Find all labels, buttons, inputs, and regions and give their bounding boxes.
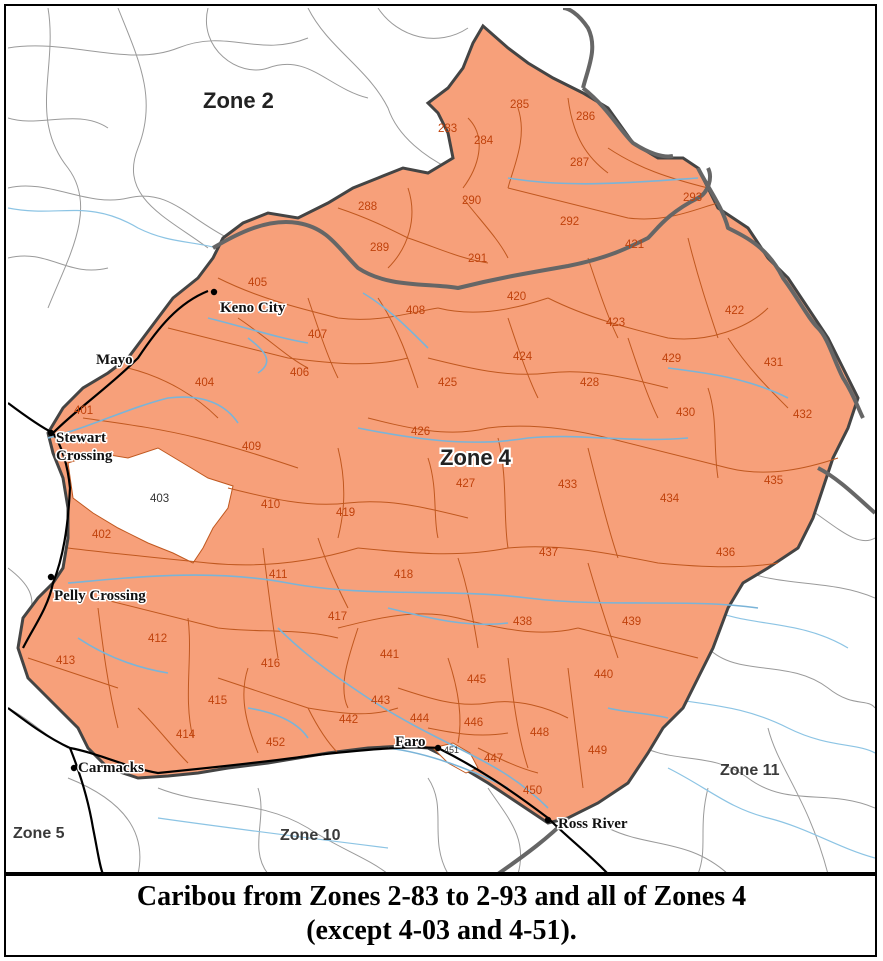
caption-line-1: Caribou from Zones 2-83 to 2-93 and all … <box>136 881 747 912</box>
subzone-440: 440 <box>594 669 613 681</box>
town-faro: Faro <box>395 734 426 750</box>
subzone-401: 401 <box>74 405 93 417</box>
subzone-423: 423 <box>606 317 625 329</box>
subzone-415: 415 <box>208 695 227 707</box>
subzone-438: 438 <box>513 616 532 628</box>
subzone-408: 408 <box>406 305 425 317</box>
subzone-435: 435 <box>764 475 783 487</box>
map-caption: Caribou from Zones 2-83 to 2-93 and all … <box>6 880 877 948</box>
zone-2-label: Zone 2 <box>203 88 274 113</box>
subzone-444: 444 <box>410 713 430 725</box>
subzone-448: 448 <box>530 727 549 739</box>
excluded-subzone-403 <box>67 447 234 564</box>
subzone-416: 416 <box>261 658 280 670</box>
hunting-zone-map: Zone 2 Zone 4 Zone 5 Zone 10 Zone 11 283… <box>8 8 875 874</box>
subzone-boundaries <box>27 97 839 789</box>
subzone-287: 287 <box>570 157 589 169</box>
subzone-288: 288 <box>358 201 377 213</box>
subzone-445: 445 <box>467 674 486 686</box>
subzone-409: 409 <box>242 441 261 453</box>
subzone-451: 451 <box>444 745 459 755</box>
subzone-449: 449 <box>588 745 607 757</box>
zone-boundaries <box>211 8 875 874</box>
subzone-407: 407 <box>308 329 327 341</box>
subzone-439: 439 <box>622 616 641 628</box>
town-ross-river: Ross River <box>558 816 628 832</box>
subzone-420: 420 <box>507 291 526 303</box>
caption-line-2: (except 4-03 and 4-51). <box>306 915 577 946</box>
subzone-402: 402 <box>92 529 111 541</box>
town-mayo: Mayo <box>96 352 133 368</box>
hunt-area-polygon <box>16 23 860 825</box>
subzone-413: 413 <box>56 655 75 667</box>
subzone-406: 406 <box>290 367 309 379</box>
subzone-405: 405 <box>248 277 267 289</box>
subzone-419: 419 <box>336 507 355 519</box>
subzone-293: 293 <box>683 192 702 204</box>
subzone-289: 289 <box>370 242 389 254</box>
subzone-412: 412 <box>148 633 167 645</box>
subzone-443: 443 <box>371 695 390 707</box>
subzone-429: 429 <box>662 353 681 365</box>
town-labels: Keno City Mayo Stewart Crossing Pelly Cr… <box>53 299 630 834</box>
subzone-425: 425 <box>438 377 457 389</box>
subzone-411: 411 <box>269 569 287 581</box>
subzone-404: 404 <box>195 377 215 389</box>
town-stewart-line2: Crossing <box>56 448 113 464</box>
roads <box>8 289 609 874</box>
subzone-414: 414 <box>176 729 196 741</box>
subzone-422: 422 <box>725 305 744 317</box>
subzone-286: 286 <box>576 111 595 123</box>
subzone-427: 427 <box>456 478 475 490</box>
subzone-447: 447 <box>484 753 503 765</box>
zone-5-label: Zone 5 <box>13 825 65 842</box>
subzone-432: 432 <box>793 409 812 421</box>
rivers <box>47 177 789 809</box>
background-rivers <box>8 207 875 859</box>
subzone-428: 428 <box>580 377 599 389</box>
town-pelly-crossing: Pelly Crossing <box>54 588 146 604</box>
subzone-285: 285 <box>510 99 529 111</box>
zone-4-label: Zone 4 <box>440 445 512 470</box>
subzone-291: 291 <box>468 253 487 265</box>
town-stewart-line1: Stewart <box>56 430 106 446</box>
subzone-452: 452 <box>266 737 285 749</box>
subzone-436: 436 <box>716 547 735 559</box>
subzone-431: 431 <box>764 357 783 369</box>
subzone-403: 403 <box>150 493 169 505</box>
subzone-421: 421 <box>625 239 644 251</box>
subzone-433: 433 <box>558 479 577 491</box>
subzone-417: 417 <box>328 611 347 623</box>
subzone-292: 292 <box>560 216 579 228</box>
subzone-446: 446 <box>464 717 483 729</box>
town-keno-city: Keno City <box>220 300 286 316</box>
subzone-441: 441 <box>380 649 399 661</box>
zone-11-label: Zone 11 <box>720 762 780 779</box>
subzone-442: 442 <box>339 714 358 726</box>
subzone-284: 284 <box>474 135 494 147</box>
subzone-430: 430 <box>676 407 695 419</box>
town-carmacks: Carmacks <box>78 760 144 776</box>
subzone-290: 290 <box>462 195 481 207</box>
subzone-426: 426 <box>411 426 430 438</box>
subzone-437: 437 <box>539 547 558 559</box>
subzone-labels: 283 284 285 286 287 288 289 290 291 292 … <box>56 99 812 797</box>
caption-divider <box>6 872 877 876</box>
zone-10-label: Zone 10 <box>280 827 341 844</box>
subzone-418: 418 <box>394 569 413 581</box>
subzone-283: 283 <box>438 123 457 135</box>
subzone-450: 450 <box>523 785 542 797</box>
subzone-434: 434 <box>660 493 680 505</box>
subzone-410: 410 <box>261 499 280 511</box>
town-markers <box>47 288 552 824</box>
subzone-424: 424 <box>513 351 533 363</box>
